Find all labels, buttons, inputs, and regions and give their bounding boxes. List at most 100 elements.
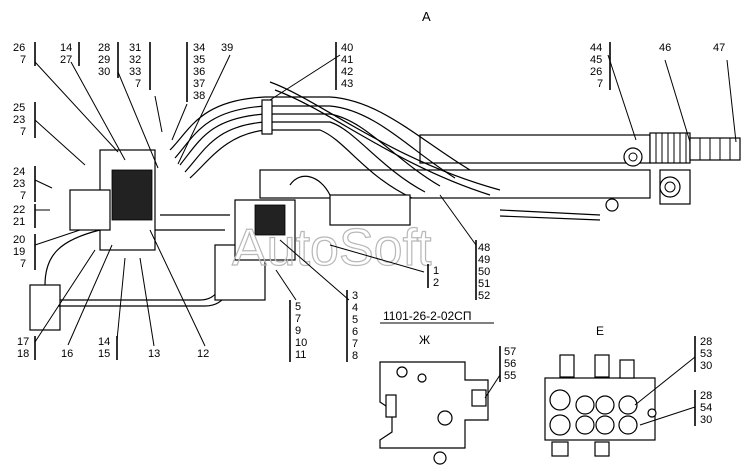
filter-housing [29, 284, 61, 331]
callout-label: 30 [700, 360, 712, 372]
callout-label: 31 [129, 42, 141, 54]
main-assembly [29, 81, 741, 331]
callout-label: 1 [433, 265, 439, 277]
leader-lines [34, 54, 737, 426]
callout-label: 6 [352, 326, 358, 338]
callout-46: 46 [659, 42, 671, 54]
callout-label: 37 [193, 78, 205, 90]
callout-label: 3 [352, 290, 358, 302]
callout-label: 14 [98, 336, 110, 348]
view-title-a: А [422, 9, 431, 24]
callout-label: 7 [597, 78, 603, 90]
callout-39: 39 [221, 42, 233, 54]
callout-label: 28 [700, 390, 712, 402]
callout-label: 26 [13, 42, 25, 54]
detail-e [544, 354, 657, 457]
view-title-zh: Ж [419, 333, 430, 347]
callout-label: 11 [295, 349, 306, 361]
callout-label: 53 [700, 348, 712, 360]
callout-47: 47 [713, 42, 725, 54]
callout-label: 54 [700, 402, 712, 414]
callout-label: 49 [478, 254, 490, 266]
callout-label: 9 [295, 325, 301, 337]
callout-label: 27 [60, 54, 72, 66]
callout-1: 12 [427, 264, 439, 289]
cylinder-upper [419, 134, 651, 164]
callout-label: 23 [13, 178, 25, 190]
callout-label: 7 [295, 313, 301, 325]
coupling-upper [623, 132, 741, 167]
watermark: AutoSoft [232, 219, 432, 277]
callout-label: 42 [341, 66, 353, 78]
valve-body [69, 189, 111, 231]
callout-label: 7 [20, 54, 26, 66]
callout-label: 34 [193, 42, 205, 54]
callout-label: 4 [352, 302, 358, 314]
callout-label: 44 [590, 42, 602, 54]
callout-label: 41 [341, 54, 353, 66]
callout-label: 32 [129, 54, 141, 66]
callout-26: 267 [13, 42, 36, 66]
callout-12: 12 [197, 348, 209, 360]
callout-label: 47 [713, 42, 725, 54]
callout-label: 35 [193, 54, 205, 66]
cylinder-lower [259, 169, 651, 199]
callout-label: 28 [700, 336, 712, 348]
callout-label: 39 [221, 42, 233, 54]
callout-label: 7 [352, 338, 358, 350]
callout-label: 13 [148, 348, 160, 360]
callout-label: 40 [341, 42, 353, 54]
valve-block-fittings [111, 169, 153, 221]
callout-label: 17 [17, 336, 29, 348]
callout-label: 43 [341, 78, 353, 90]
detail-zh [379, 361, 489, 465]
pump-flange [254, 204, 286, 236]
callout-13: 13 [148, 348, 160, 360]
view-title-e: Е [596, 324, 604, 338]
callout-label: 5 [295, 301, 301, 313]
callout-label: 29 [98, 54, 110, 66]
callout-label: 50 [478, 266, 490, 278]
drawing-number: 1101-26-2-02СП [383, 309, 471, 323]
callout-label: 8 [352, 350, 358, 362]
callout-label: 30 [700, 414, 712, 426]
callout-label: 15 [98, 348, 110, 360]
callout-label: 55 [504, 370, 516, 382]
elbow-fitting [605, 198, 619, 212]
callout-label: 48 [478, 242, 490, 254]
callout-label: 19 [13, 246, 25, 258]
callout-label: 45 [590, 54, 602, 66]
callout-label: 38 [193, 90, 205, 102]
callout-label: 33 [129, 66, 141, 78]
callout-16: 16 [61, 348, 73, 360]
callout-label: 30 [98, 66, 110, 78]
tube-right [499, 209, 601, 216]
callout-label: 7 [20, 258, 26, 270]
callout-label: 12 [197, 348, 209, 360]
callout-label: 52 [478, 290, 490, 302]
callout-label: 7 [20, 190, 26, 202]
callout-label: 18 [17, 348, 29, 360]
hose-clamp [261, 99, 273, 135]
callout-label: 21 [13, 216, 25, 228]
coupling-lower [659, 169, 691, 205]
callout-label: 23 [13, 114, 25, 126]
suction-hose [289, 175, 331, 196]
callout-label: 20 [13, 234, 25, 246]
return-hose [44, 229, 101, 286]
callout-label: 46 [659, 42, 671, 54]
